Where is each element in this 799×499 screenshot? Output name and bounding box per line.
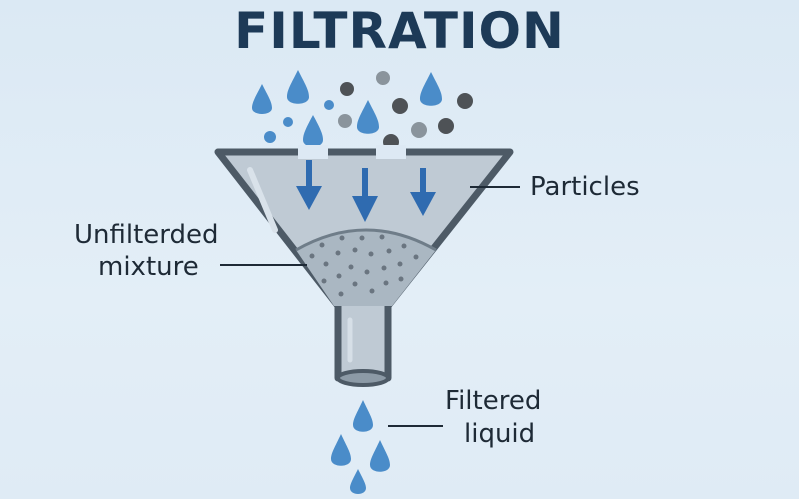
particle-dot-icon [340, 82, 354, 96]
trapped-particles [309, 234, 419, 297]
water-drop-icon [357, 100, 379, 134]
incoming-particles [338, 71, 473, 150]
down-arrow-icon [352, 168, 378, 222]
particle-dot-icon [392, 98, 408, 114]
filtered-liquid-label-line1: Filtered [445, 386, 542, 416]
water-drop-icon [350, 469, 366, 494]
unfiltered-mixture-label-line2: mixture [98, 252, 199, 282]
water-drop-icon [252, 84, 272, 114]
down-arrow-icon [410, 168, 436, 216]
particle-dot-icon [376, 71, 390, 85]
particle-dot-icon [457, 93, 473, 109]
down-arrow-icon [296, 160, 322, 210]
water-drop-icon [287, 70, 309, 104]
filtered-liquid-label-line2: liquid [464, 419, 536, 449]
water-drop-icon [331, 434, 351, 466]
water-drop-icon [283, 117, 293, 127]
funnel-icon [214, 145, 514, 387]
diagram-title: FILTRATION [234, 2, 565, 60]
particle-dot-icon [338, 114, 352, 128]
particle-dot-icon [438, 118, 454, 134]
water-drop-icon [324, 100, 334, 110]
water-drop-icon [370, 440, 390, 472]
particles-label: Particles [530, 172, 640, 202]
water-drop-icon [420, 72, 442, 106]
water-drop-icon [303, 115, 323, 147]
water-drop-icon [264, 131, 276, 143]
unfiltered-mixture-label-line1: Unfilterded [74, 220, 219, 250]
particle-dot-icon [411, 122, 427, 138]
filtered-water-drops [331, 400, 390, 494]
water-drop-icon [353, 400, 373, 432]
incoming-water-drops [252, 70, 442, 147]
